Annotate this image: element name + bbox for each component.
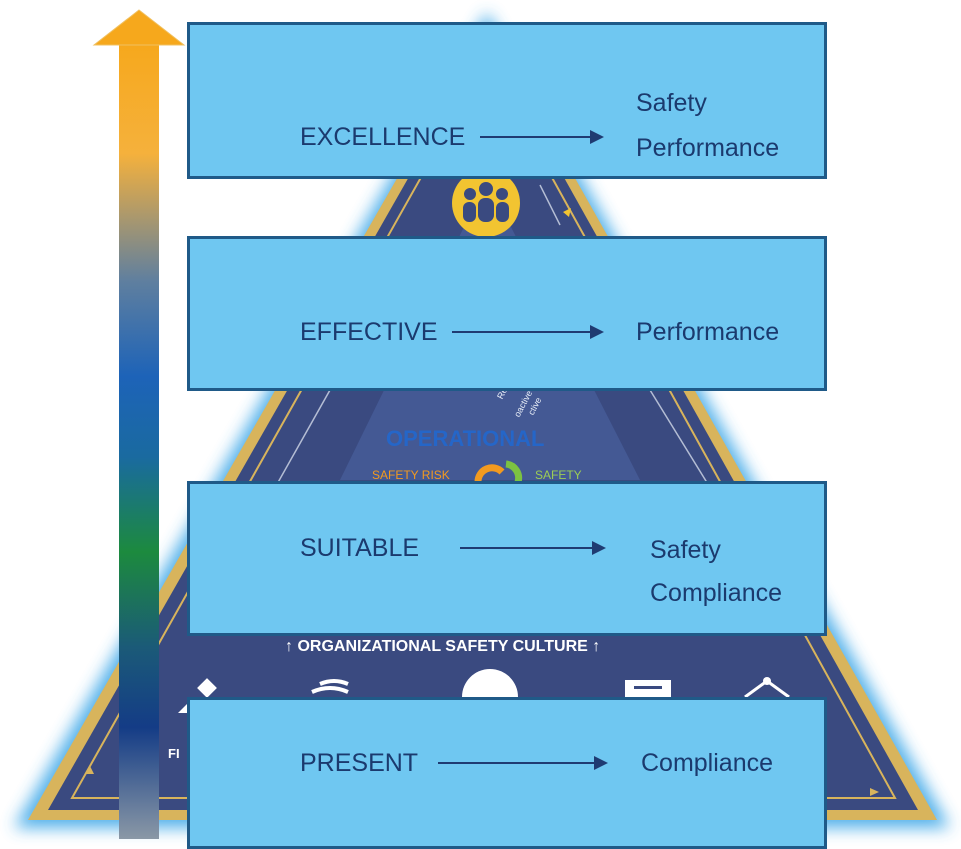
level-present-box: [187, 697, 827, 849]
progress-arrow-head: [92, 9, 186, 46]
level-effective-result: Performance: [636, 318, 780, 346]
bottom-right-arrow-icon: [870, 788, 879, 796]
level-effective-box: [187, 236, 827, 391]
pyramid-operational-label: OPERATIONAL: [386, 426, 545, 451]
level-suitable-label: SUITABLE: [300, 534, 420, 562]
level-effective-arrow: [452, 325, 604, 339]
level-present-label: PRESENT: [300, 749, 419, 777]
level-effective-label: EFFECTIVE: [300, 318, 438, 346]
small-arrow-icon: [563, 208, 571, 217]
cycle-icon: [474, 460, 523, 484]
level-excellence-result-line1: Safety: [636, 89, 707, 117]
pyramid-diagonal-right-2: [539, 184, 561, 226]
pyramid-left-fragment: FI: [168, 746, 180, 761]
people-group-icon: [452, 169, 520, 237]
level-suitable-box: [187, 481, 827, 636]
bottom-left-arrow-icon: [86, 766, 94, 774]
level-excellence-label: EXCELLENCE: [300, 123, 466, 151]
level-excellence-arrow: [480, 130, 604, 144]
level-present-result: Compliance: [641, 749, 774, 777]
level-suitable-result-line1: Safety: [650, 536, 721, 564]
level-present-arrow: [438, 756, 608, 770]
level-suitable-arrow: [460, 541, 606, 555]
pyramid-safety-label: SAFETY: [535, 468, 582, 482]
progress-arrow-shaft: [119, 42, 159, 839]
pyramid-safety-risk-label: SAFETY RISK: [372, 468, 450, 482]
level-excellence-result-line2: Performance: [636, 134, 780, 162]
pyramid-culture-label: ↑ ORGANIZATIONAL SAFETY CULTURE ↑: [285, 638, 601, 655]
level-suitable-result-line2: Compliance: [650, 579, 783, 607]
level-excellence-box: [187, 22, 827, 179]
